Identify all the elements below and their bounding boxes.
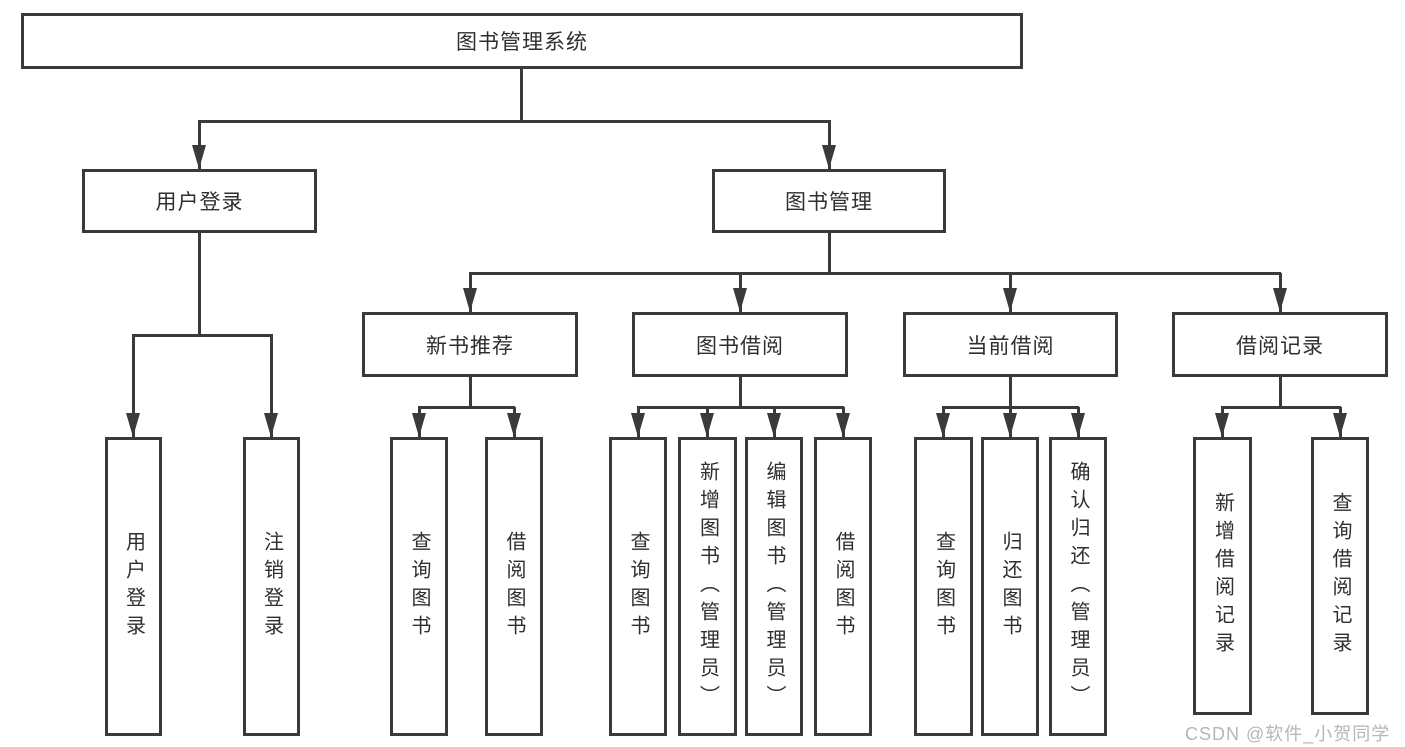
- node-book-borrowing: 图书借阅: [632, 312, 848, 377]
- connector-line: [469, 377, 472, 407]
- watermark-text: CSDN @软件_小贺同学: [1185, 724, 1391, 744]
- connector-line: [132, 335, 135, 437]
- leaf-query-books-recommend: 查询图书: [390, 437, 448, 736]
- arrowhead-icon: [700, 413, 714, 437]
- connector-line: [198, 233, 201, 335]
- arrowhead-icon: [767, 413, 781, 437]
- arrowhead-icon: [1071, 413, 1085, 437]
- connector-line: [520, 69, 523, 121]
- arrowhead-icon: [1003, 413, 1017, 437]
- leaf-edit-book-admin: 编辑图书（管理员）: [745, 437, 803, 736]
- connector-line: [418, 406, 515, 409]
- connector-line: [1279, 377, 1282, 407]
- leaf-query-books-borrowing: 查询图书: [609, 437, 667, 736]
- leaf-add-book-admin: 新增图书（管理员）: [678, 437, 737, 736]
- node-user-login: 用户登录: [82, 169, 317, 233]
- arrowhead-icon: [733, 288, 747, 312]
- connector-line: [739, 377, 742, 407]
- leaf-return-book: 归还图书: [981, 437, 1039, 736]
- arrowhead-icon: [822, 145, 836, 169]
- connector-line: [469, 272, 1281, 275]
- connector-line: [132, 334, 273, 337]
- arrowhead-icon: [1003, 288, 1017, 312]
- connector-line: [270, 335, 273, 437]
- arrowhead-icon: [412, 413, 426, 437]
- connector-line: [1221, 406, 1341, 409]
- leaf-confirm-return-admin: 确认归还（管理员）: [1049, 437, 1107, 736]
- arrowhead-icon: [631, 413, 645, 437]
- leaf-query-borrow-record: 查询借阅记录: [1311, 437, 1369, 715]
- arrowhead-icon: [1215, 413, 1229, 437]
- arrowhead-icon: [192, 145, 206, 169]
- connector-line: [828, 233, 831, 273]
- arrowhead-icon: [507, 413, 521, 437]
- arrowhead-icon: [126, 413, 140, 437]
- arrowhead-icon: [936, 413, 950, 437]
- leaf-logout: 注销登录: [243, 437, 300, 736]
- leaf-borrow-books-recommend: 借阅图书: [485, 437, 543, 736]
- leaf-add-borrow-record: 新增借阅记录: [1193, 437, 1252, 715]
- arrowhead-icon: [836, 413, 850, 437]
- node-borrow-records: 借阅记录: [1172, 312, 1388, 377]
- connector-line: [637, 406, 844, 409]
- node-current-borrowing: 当前借阅: [903, 312, 1118, 377]
- arrowhead-icon: [264, 413, 278, 437]
- leaf-borrow-books-borrowing: 借阅图书: [814, 437, 872, 736]
- arrowhead-icon: [1273, 288, 1287, 312]
- leaf-user-login: 用户登录: [105, 437, 162, 736]
- node-book-management: 图书管理: [712, 169, 946, 233]
- arrowhead-icon: [463, 288, 477, 312]
- node-new-book-recommend: 新书推荐: [362, 312, 578, 377]
- arrowhead-icon: [1333, 413, 1347, 437]
- connector-line: [198, 120, 831, 123]
- node-library-management-system: 图书管理系统: [21, 13, 1023, 69]
- connector-line: [1009, 377, 1012, 407]
- leaf-query-books-current: 查询图书: [914, 437, 973, 736]
